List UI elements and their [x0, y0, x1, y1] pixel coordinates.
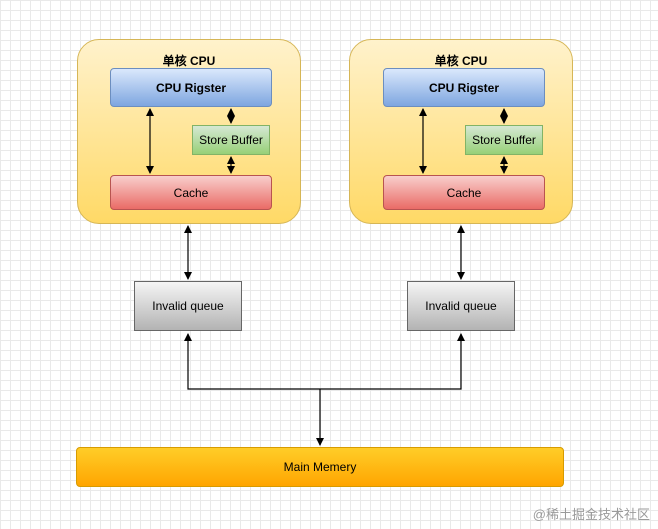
cpu-core-2-invalid-queue: Invalid queue [407, 281, 515, 331]
cpu-core-2-cache: Cache [383, 175, 545, 210]
cpu-core-1-register: CPU Rigster [110, 68, 272, 107]
cpu-core-1-cache: Cache [110, 175, 272, 210]
cpu-core-1-title: 单核 CPU [162, 54, 216, 68]
main-memory: Main Memery [76, 447, 564, 487]
queue-bus [184, 333, 465, 390]
watermark: @稀土掘金技术社区 [532, 507, 650, 522]
cpu-core-2-register: CPU Rigster [383, 68, 545, 107]
cpu-core-1-store-buffer: Store Buffer [192, 125, 270, 155]
cpu-core-2-store-buffer: Store Buffer [465, 125, 543, 155]
cpu-core-1-invalid-queue: Invalid queue [134, 281, 242, 331]
cpu-core-2-title: 单核 CPU [434, 54, 488, 68]
